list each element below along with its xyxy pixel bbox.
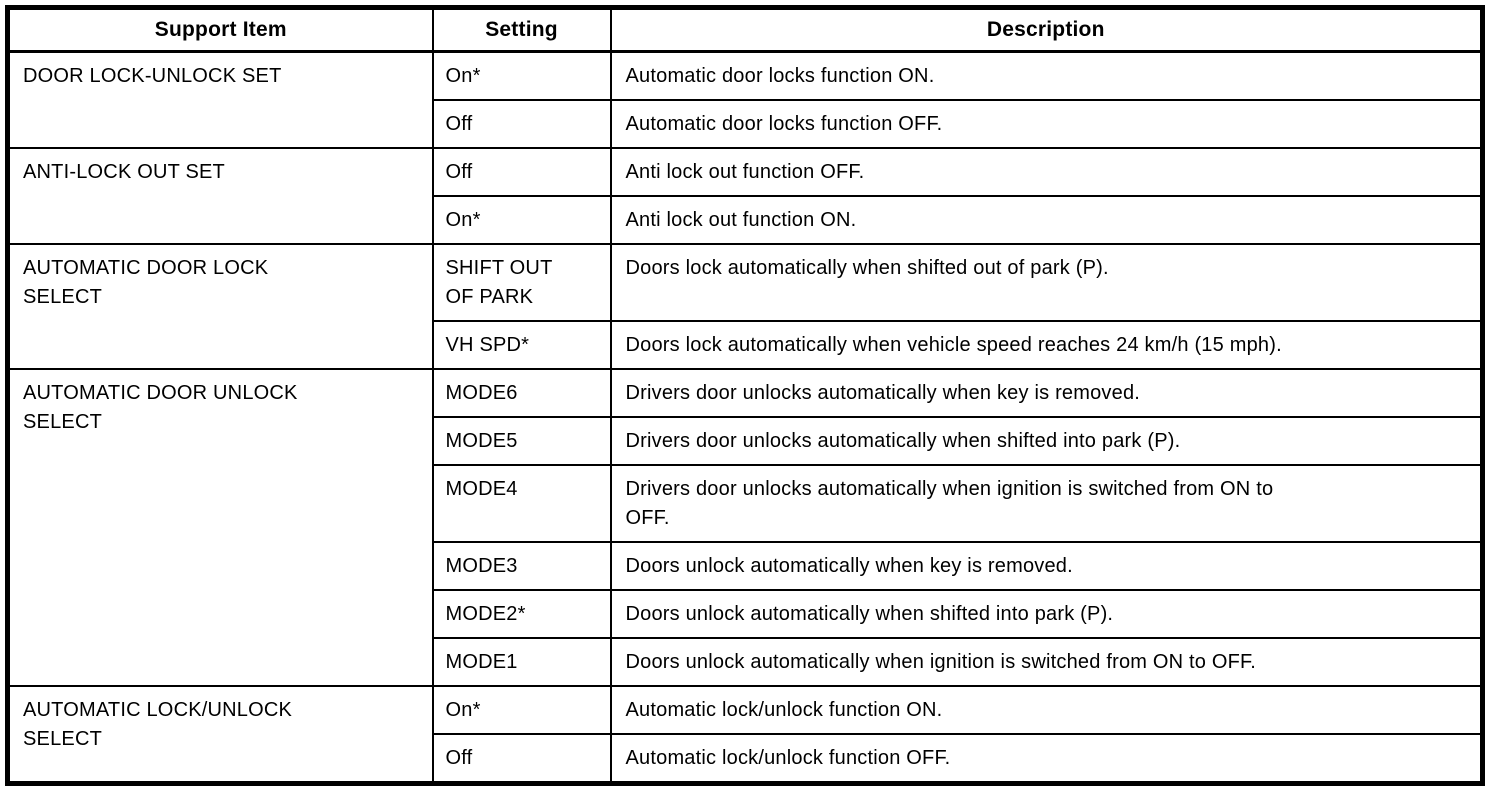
support-item-cell: ANTI-LOCK OUT SET bbox=[6, 147, 434, 245]
support-settings-table: Support Item Setting Description DOOR LO… bbox=[5, 5, 1485, 786]
setting-cell: Off bbox=[431, 147, 612, 197]
description-cell: Doors unlock automatically when key is r… bbox=[609, 541, 1484, 591]
setting-cell: On* bbox=[431, 685, 612, 735]
description-cell: Automatic lock/unlock function ON. bbox=[609, 685, 1484, 735]
support-item-cell: AUTOMATIC DOOR LOCK SELECT bbox=[6, 243, 434, 370]
support-item-cell: AUTOMATIC LOCK/UNLOCK SELECT bbox=[6, 685, 434, 785]
setting-cell: MODE3 bbox=[431, 541, 612, 591]
setting-cell: SHIFT OUT OF PARK bbox=[431, 243, 612, 322]
description-cell: Anti lock out function OFF. bbox=[609, 147, 1484, 197]
description-cell: Anti lock out function ON. bbox=[609, 195, 1484, 245]
setting-cell: VH SPD* bbox=[431, 320, 612, 370]
description-cell: Drivers door unlocks automatically when … bbox=[609, 416, 1484, 466]
setting-cell: On* bbox=[431, 50, 612, 101]
description-cell: Automatic door locks function OFF. bbox=[609, 99, 1484, 149]
description-cell: Drivers door unlocks automatically when … bbox=[609, 368, 1484, 418]
setting-cell: MODE5 bbox=[431, 416, 612, 466]
table-row: VH SPD*Doors lock automatically when veh… bbox=[8, 320, 1484, 370]
description-cell: Doors unlock automatically when ignition… bbox=[609, 637, 1484, 687]
column-header-support-item: Support Item bbox=[6, 6, 434, 53]
setting-cell: Off bbox=[431, 733, 612, 785]
description-cell: Automatic door locks function ON. bbox=[609, 50, 1484, 101]
support-item-cell: AUTOMATIC DOOR UNLOCK SELECT bbox=[6, 368, 434, 687]
column-header-description: Description bbox=[609, 6, 1484, 53]
table-header-row: Support Item Setting Description bbox=[6, 6, 1484, 53]
setting-cell: Off bbox=[431, 99, 612, 149]
setting-cell: MODE2* bbox=[431, 589, 612, 639]
setting-cell: On* bbox=[431, 195, 612, 245]
column-header-setting: Setting bbox=[431, 6, 612, 53]
description-cell: Doors lock automatically when vehicle sp… bbox=[609, 320, 1484, 370]
support-item-cell: DOOR LOCK-UNLOCK SET bbox=[6, 50, 434, 149]
description-cell: Automatic lock/unlock function OFF. bbox=[609, 733, 1484, 785]
description-cell: Doors lock automatically when shifted ou… bbox=[609, 243, 1484, 322]
setting-cell: MODE4 bbox=[431, 464, 612, 543]
setting-cell: MODE6 bbox=[431, 368, 612, 418]
table-row: MODE2*Doors unlock automatically when sh… bbox=[8, 589, 1484, 639]
description-cell: Doors unlock automatically when shifted … bbox=[609, 589, 1484, 639]
setting-cell: MODE1 bbox=[431, 637, 612, 687]
description-cell: Drivers door unlocks automatically when … bbox=[609, 464, 1484, 543]
table-row: On*Anti lock out function ON. bbox=[8, 195, 1484, 245]
